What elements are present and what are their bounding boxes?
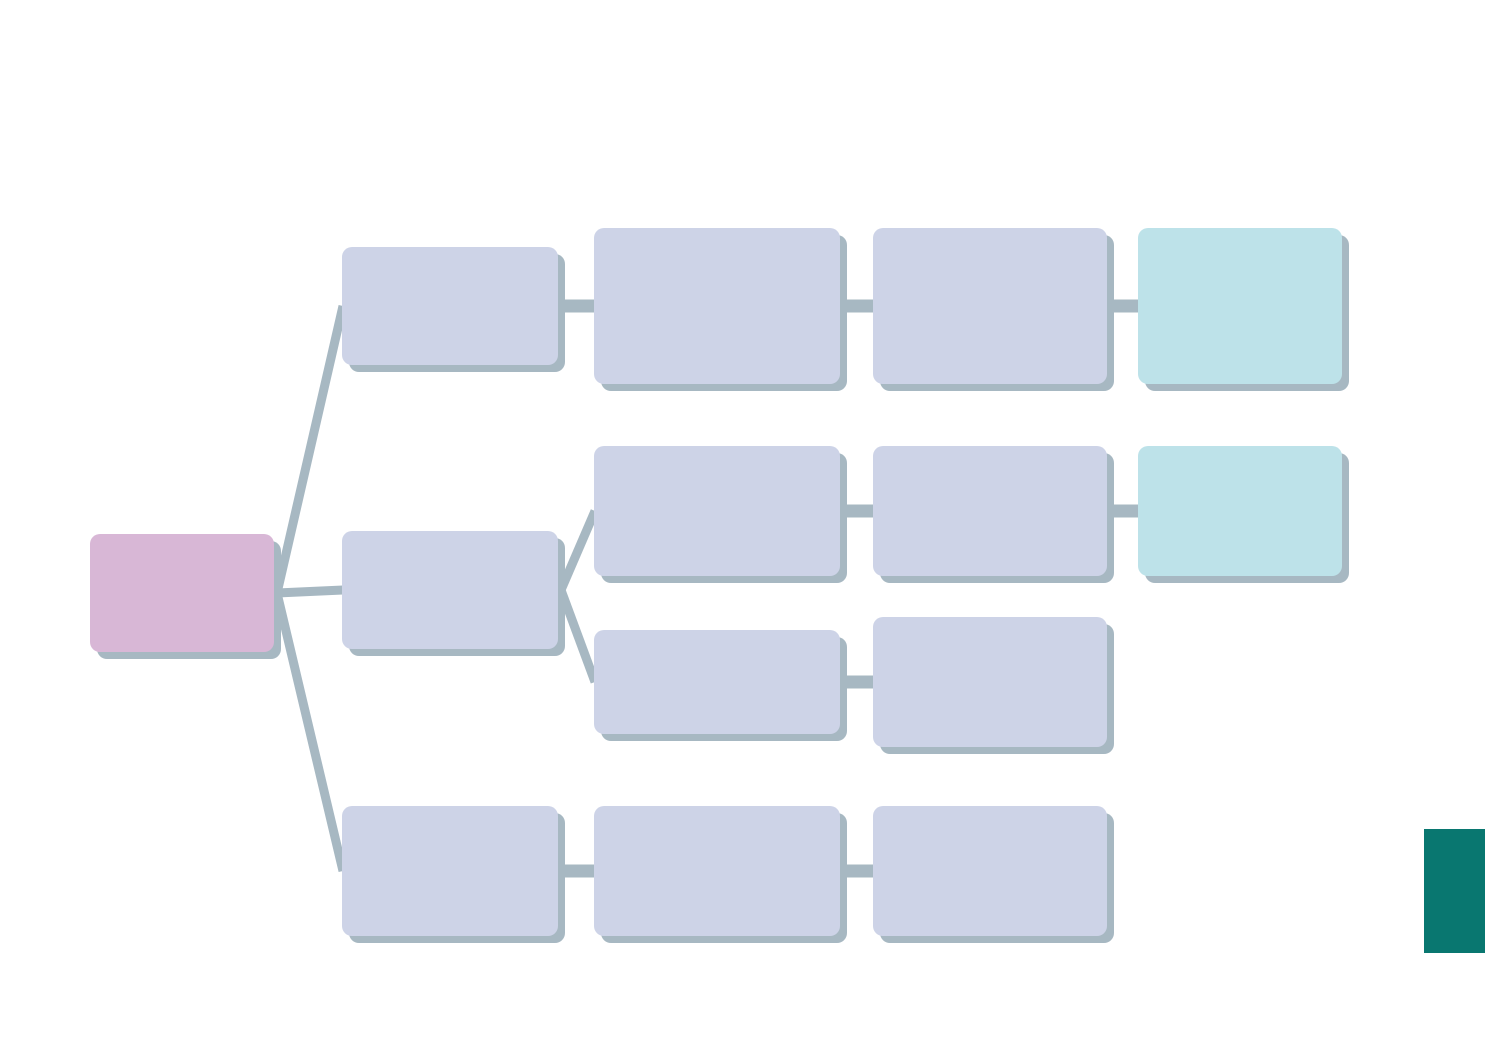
node-box xyxy=(873,228,1107,384)
node-b1 xyxy=(342,247,565,372)
accent-bar xyxy=(1424,829,1485,953)
node-b1-2 xyxy=(873,228,1114,391)
node-b2-2 xyxy=(873,446,1114,583)
connector-b2-b2-1 xyxy=(556,509,600,592)
connectors-layer xyxy=(272,299,1139,878)
node-box xyxy=(1138,446,1342,576)
nodes-layer xyxy=(90,228,1349,943)
node-b3-1 xyxy=(594,806,847,943)
node-box xyxy=(1138,228,1342,384)
node-box xyxy=(594,806,840,936)
node-box xyxy=(342,531,558,649)
node-b2-1 xyxy=(594,446,847,583)
node-b1-3 xyxy=(1138,228,1349,391)
node-box xyxy=(342,806,558,936)
node-b3 xyxy=(342,806,565,943)
node-box xyxy=(90,534,274,652)
connector-b2-b2-4 xyxy=(556,588,600,684)
node-b3-2 xyxy=(873,806,1114,943)
node-box xyxy=(594,446,840,576)
connector-root-b2 xyxy=(276,585,344,598)
node-b2-5 xyxy=(873,617,1114,754)
connector-root-b1 xyxy=(272,304,348,595)
connector-root-b3 xyxy=(272,591,348,873)
node-box xyxy=(342,247,558,365)
node-box xyxy=(873,806,1107,936)
node-b2-4 xyxy=(594,630,847,741)
node-b2-3 xyxy=(1138,446,1349,583)
node-box xyxy=(873,617,1107,747)
node-box xyxy=(594,228,840,384)
node-root xyxy=(90,534,281,659)
node-b1-1 xyxy=(594,228,847,391)
node-box xyxy=(594,630,840,734)
node-b2 xyxy=(342,531,565,656)
node-box xyxy=(873,446,1107,576)
